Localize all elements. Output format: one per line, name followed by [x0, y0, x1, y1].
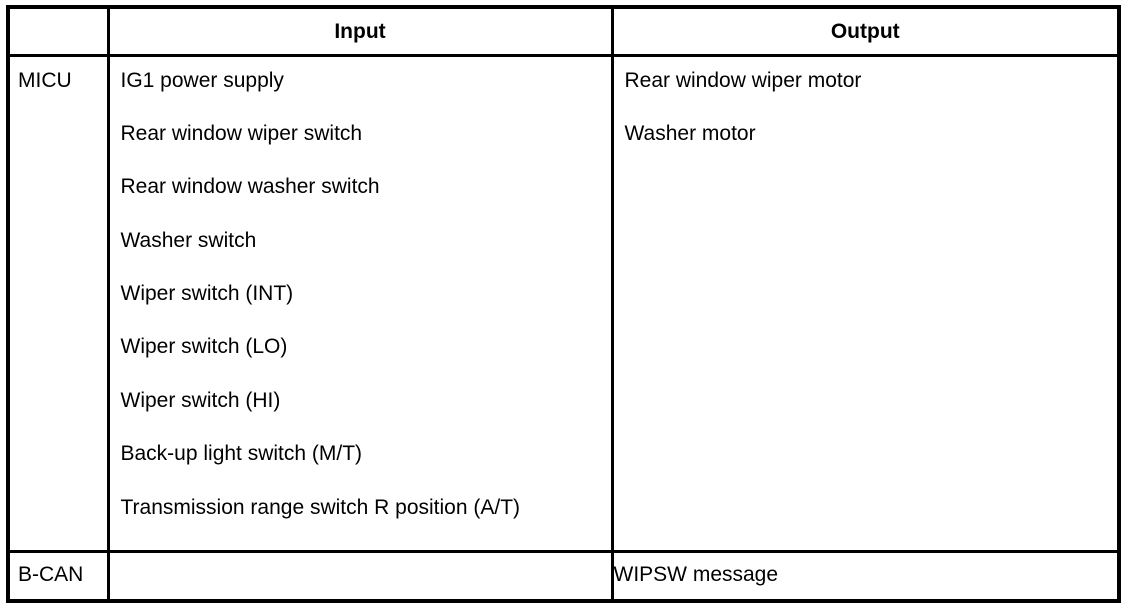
input-item: Rear window washer switch: [120, 175, 380, 199]
micu-output-cell: Rear window wiper motor Washer motor: [610, 53, 1121, 554]
input-item: Wiper switch (HI): [120, 388, 281, 412]
bcan-output-cell: WIPSW message: [610, 550, 1121, 603]
output-item: Rear window wiper motor: [624, 68, 862, 92]
corner-header-cell: [6, 5, 110, 57]
bcan-row-label-cell: B-CAN: [6, 550, 110, 603]
input-output-table: Input Output MICU IG1 power supply Rear …: [6, 5, 1121, 603]
input-item: Back-up light switch (M/T): [120, 442, 363, 466]
bcan-row: B-CAN WIPSW message: [6, 550, 1121, 603]
input-item: IG1 power supply: [120, 68, 284, 92]
bcan-row-label: B-CAN: [18, 563, 84, 587]
input-item: Wiper switch (INT): [120, 282, 294, 306]
input-item: Transmission range switch R position (A/…: [120, 495, 521, 519]
micu-row-label-cell: MICU: [6, 53, 110, 554]
input-item: Rear window wiper switch: [120, 121, 363, 145]
micu-row-label: MICU: [18, 68, 72, 92]
output-item: Washer motor: [624, 121, 756, 145]
input-column-header: Input: [106, 5, 614, 57]
input-item: Wiper switch (LO): [120, 335, 288, 359]
output-item: WIPSW message: [613, 563, 779, 587]
micu-row: MICU IG1 power supply Rear window wiper …: [6, 53, 1121, 554]
input-item: Washer switch: [120, 228, 257, 252]
output-column-header: Output: [610, 5, 1121, 57]
micu-input-cell: IG1 power supply Rear window wiper switc…: [106, 53, 614, 554]
header-row: Input Output: [6, 5, 1121, 57]
bcan-input-cell-empty: [106, 550, 614, 603]
